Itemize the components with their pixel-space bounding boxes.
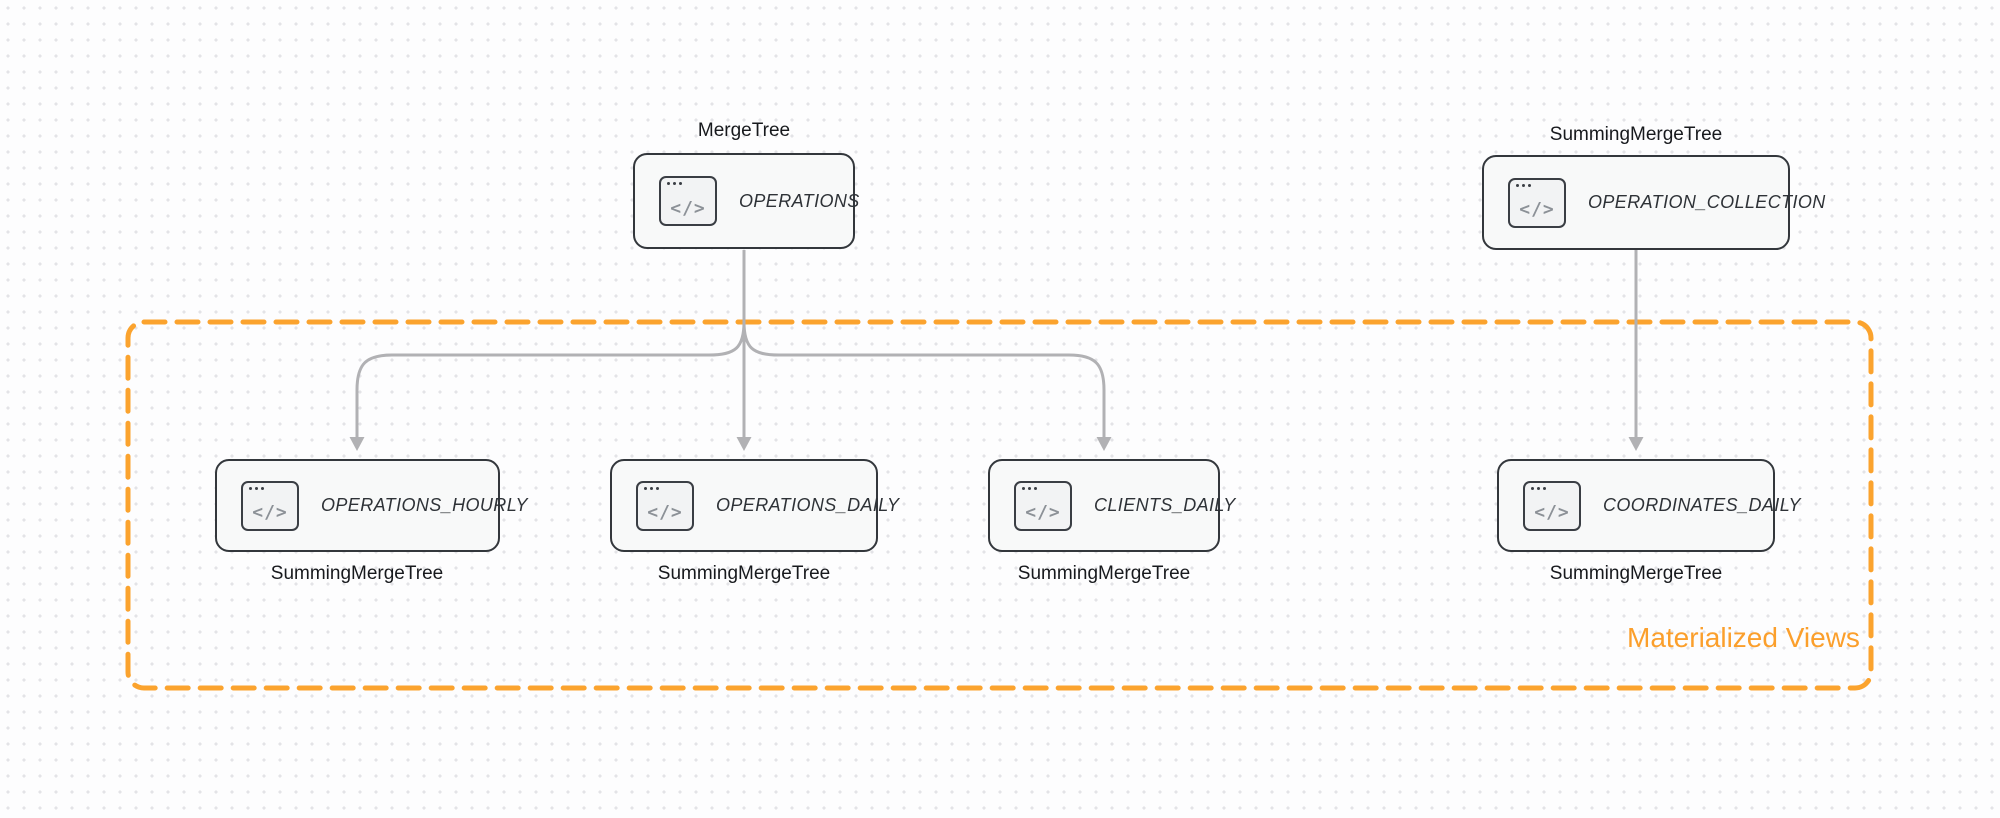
table-node-operations-daily[interactable]: </> OPERATIONS_DAILY [610,459,899,552]
code-window-icon: </> [636,480,694,531]
arrowhead-operations-hourly [349,437,365,451]
table-node-clients-daily[interactable]: </> CLIENTS_DAILY [988,459,1235,552]
table-node-title: OPERATIONS_DAILY [716,495,900,515]
engine-label-operations-daily: SummingMergeTree [657,563,831,584]
code-window-icon: </> [659,176,717,226]
edge-operations-to-operations-hourly [355,250,746,437]
engine-label-operation-collection: SummingMergeTree [1549,124,1723,145]
table-node-operations[interactable]: </> OPERATIONS [633,153,859,249]
arrowhead-coordinates-daily [1628,437,1644,451]
table-node-title: OPERATION_COLLECTION [1588,192,1826,212]
materialized-views-group-border [125,319,1874,691]
table-node-operation-collection[interactable]: </> OPERATION_COLLECTION [1482,155,1825,250]
table-node-operations-hourly[interactable]: </> OPERATIONS_HOURLY [215,459,527,552]
code-window-icon: </> [1014,480,1072,531]
table-node-title: OPERATIONS_HOURLY [321,495,528,515]
arrowhead-clients-daily [1096,437,1112,451]
table-node-title: CLIENTS_DAILY [1094,495,1236,515]
engine-label-operations-hourly: SummingMergeTree [270,563,444,584]
table-node-coordinates-daily[interactable]: </> COORDINATES_DAILY [1497,459,1800,552]
code-window-icon: </> [1523,480,1581,531]
engine-label-operations: MergeTree [697,120,791,141]
code-window-icon: </> [241,480,299,531]
engine-label-clients-daily: SummingMergeTree [1017,563,1191,584]
arrowhead-operations-daily [736,437,752,451]
code-window-icon: </> [1508,177,1566,228]
edge-operations-to-clients-daily [742,250,1106,437]
materialized-views-group-label: Materialized Views [1627,622,1860,653]
engine-label-coordinates-daily: SummingMergeTree [1549,563,1723,584]
table-node-title: COORDINATES_DAILY [1603,495,1801,515]
table-node-title: OPERATIONS [739,190,860,211]
